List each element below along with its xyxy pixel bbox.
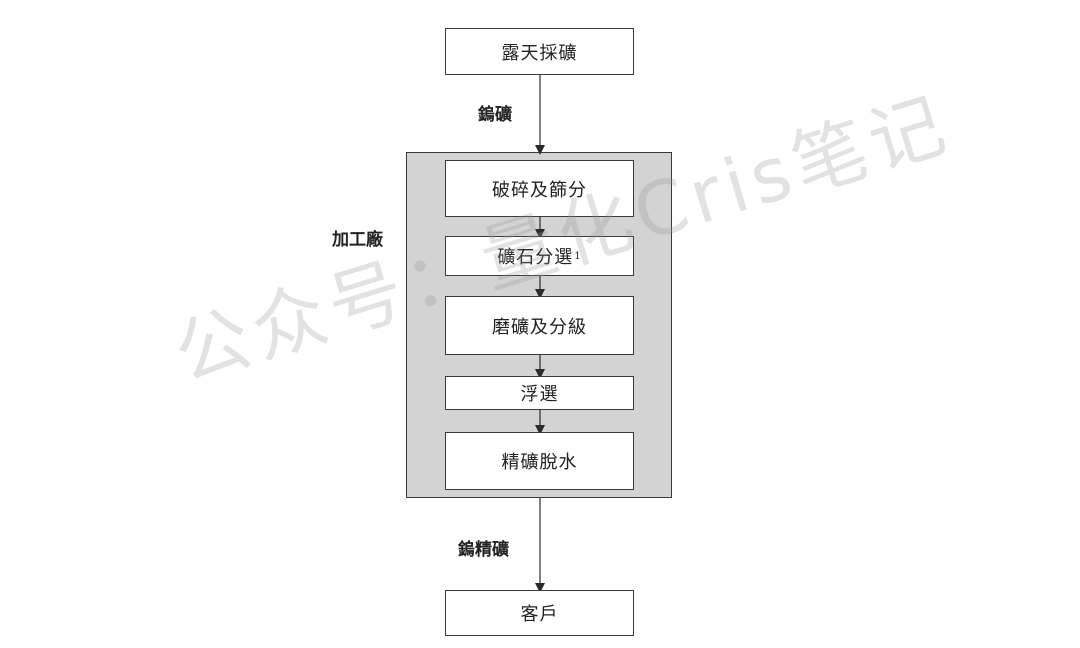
node-open-pit-mining: 露天採礦 — [445, 28, 634, 75]
node-crushing-screening: 破碎及篩分 — [445, 160, 634, 217]
label-tungsten-concentrate: 鎢精礦 — [458, 540, 509, 560]
node-label: 精礦脫水 — [501, 452, 578, 473]
node-label: 磨礦及分級 — [492, 316, 587, 338]
node-flotation: 浮選 — [445, 376, 634, 410]
node-label: 礦石分選 — [497, 247, 574, 268]
label-tungsten-ore: 鎢礦 — [478, 105, 512, 125]
node-concentrate-dewatering: 精礦脫水 — [445, 432, 634, 490]
node-label: 客戶 — [520, 604, 559, 625]
node-label: 浮選 — [520, 384, 559, 405]
node-grinding-classification: 磨礦及分級 — [445, 296, 634, 355]
label-processing-plant: 加工廠 — [332, 230, 383, 250]
node-label: 露天採礦 — [501, 42, 578, 64]
node-customer: 客戶 — [445, 590, 634, 636]
footnote-marker: 1 — [574, 250, 582, 262]
node-label: 破碎及篩分 — [492, 179, 587, 201]
